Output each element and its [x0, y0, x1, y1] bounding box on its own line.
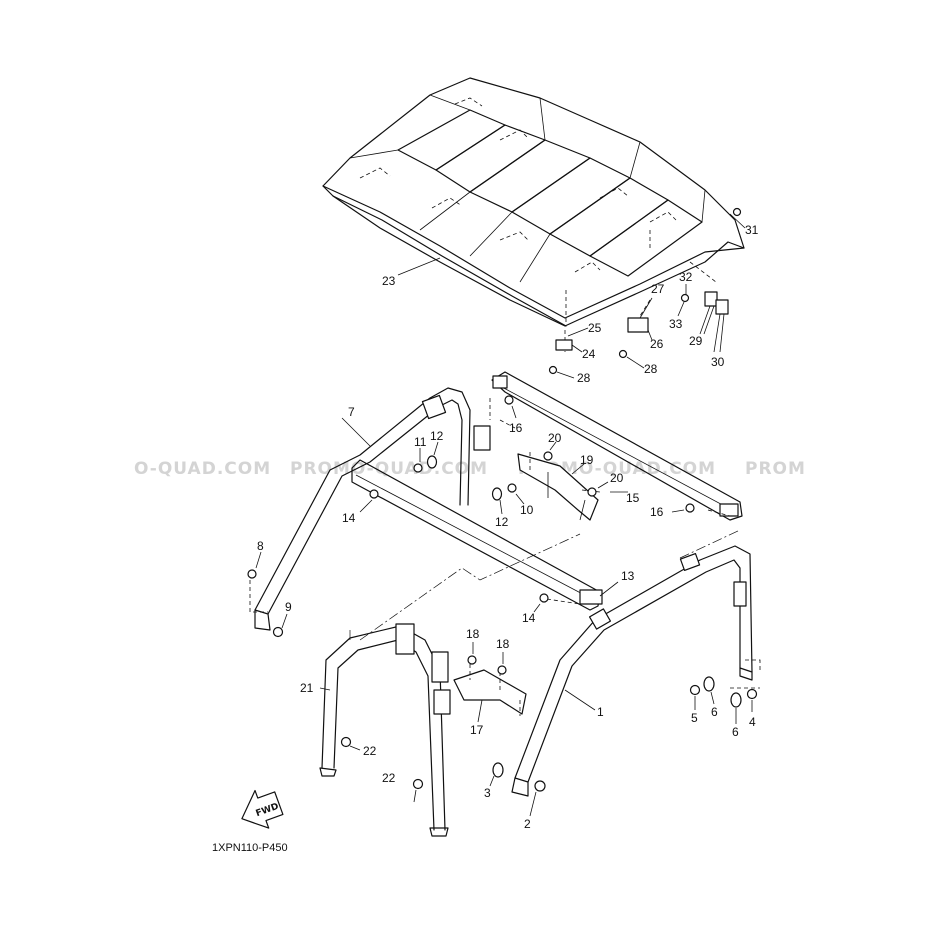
bracket-7-top: [421, 394, 447, 420]
bolt-22-left: [340, 736, 352, 748]
bolt-8: [247, 569, 257, 579]
callout-6-top: 6: [711, 705, 718, 719]
rear-bar: [319, 623, 527, 837]
diagram-code: 1XPN110-P450: [212, 842, 288, 854]
nut-9: [272, 626, 284, 638]
callout-25: 25: [588, 321, 602, 335]
roof-panel: [322, 77, 745, 327]
bracket-21-mid: [433, 689, 451, 715]
callout-16-top: 16: [509, 421, 523, 435]
callout-20-top: 20: [548, 431, 562, 445]
callout-14-right: 14: [522, 611, 536, 625]
callout-11: 11: [414, 435, 427, 449]
screw-28-right: [618, 349, 628, 359]
bracket-21-side: [431, 651, 449, 683]
washer-3: [492, 762, 504, 778]
callout-12-bottom: 12: [495, 515, 509, 529]
callout-22-left: 22: [363, 744, 377, 758]
callout-9: 9: [285, 600, 292, 614]
callout-10: 10: [520, 503, 534, 517]
bracket-13: [579, 589, 603, 605]
bracket-29: [704, 291, 718, 307]
watermark-right: PROM: [745, 459, 806, 479]
callout-6-bottom: 6: [732, 725, 739, 739]
bracket-1-side: [733, 581, 747, 607]
callout-29: 29: [689, 334, 703, 348]
callout-28-right: 28: [644, 362, 658, 376]
callout-27: 27: [651, 282, 665, 296]
callout-22-bottom: 22: [382, 771, 396, 785]
callout-15: 15: [626, 491, 640, 505]
callout-30: 30: [711, 355, 725, 369]
front-roll-bar: [489, 545, 761, 817]
callout-18-right: 18: [496, 637, 510, 651]
washer-6-top: [703, 676, 715, 692]
callout-20-right: 20: [610, 471, 624, 485]
callout-3: 3: [484, 786, 491, 800]
callout-2: 2: [524, 817, 531, 831]
bolt-14-right: [539, 593, 549, 603]
callout-7: 7: [348, 405, 355, 419]
bolt-20-top: [543, 451, 553, 461]
callouts: 1 2 3 4 5 6 6 7 8 9 10 11 12 12 13 14 14…: [257, 223, 759, 831]
callout-8: 8: [257, 539, 264, 553]
fwd-arrow: FWD: [241, 789, 284, 829]
nut-32: [680, 293, 690, 303]
bolt-18-left: [467, 655, 477, 665]
bracket-19: [517, 453, 599, 521]
callout-4: 4: [749, 715, 756, 729]
nut-5: [689, 684, 701, 696]
callout-18-left: 18: [466, 627, 480, 641]
bracket-17: [453, 669, 527, 715]
bracket-30: [715, 299, 729, 315]
washer-12-top: [426, 455, 438, 469]
callout-14-left: 14: [342, 511, 356, 525]
callout-28-left: 28: [577, 371, 591, 385]
bolt-18-right: [497, 665, 507, 675]
callout-26: 26: [650, 337, 664, 351]
screw-28-left: [548, 365, 558, 375]
bracket-26: [627, 317, 649, 333]
watermark-center: PROMO-QUAD.COM: [290, 459, 488, 479]
callout-16-right: 16: [650, 505, 664, 519]
bolt-20-right: [587, 487, 597, 497]
callout-21: 21: [300, 681, 314, 695]
bolt-14-left: [369, 489, 379, 499]
callout-12-top: 12: [430, 429, 444, 443]
upper-frame: [247, 371, 743, 641]
callout-31: 31: [745, 223, 759, 237]
callout-17: 17: [470, 723, 484, 737]
nut-11: [413, 463, 423, 473]
clip-24: [555, 339, 573, 351]
callout-23: 23: [382, 274, 396, 288]
bracket-1-right: [679, 553, 701, 571]
bolt-22-bottom: [412, 778, 424, 790]
callout-24: 24: [582, 347, 596, 361]
bracket-15-left: [492, 375, 508, 389]
watermark-left: O-QUAD.COM: [134, 459, 271, 479]
bolt-16-right: [685, 503, 695, 513]
callout-13: 13: [621, 569, 635, 583]
bracket-21-top: [395, 623, 415, 655]
washer-12-bottom: [491, 487, 503, 501]
callout-5: 5: [691, 711, 698, 725]
bolt-4: [746, 688, 758, 700]
callout-19: 19: [580, 453, 594, 467]
washer-6-bottom: [730, 692, 742, 708]
watermark-row: O-QUAD.COM PROMO-QUAD.COM PROMO-QUAD.COM…: [134, 459, 806, 479]
bolt-16-top: [504, 395, 514, 405]
roof-hardware: [397, 207, 746, 379]
bolt-2: [534, 780, 546, 792]
nut-10: [507, 483, 517, 493]
callout-1: 1: [597, 705, 604, 719]
bracket-center: [473, 425, 491, 451]
bracket-1-top: [588, 608, 612, 630]
callout-32: 32: [679, 270, 693, 284]
bolt-31: [732, 207, 742, 217]
callout-33: 33: [669, 317, 683, 331]
